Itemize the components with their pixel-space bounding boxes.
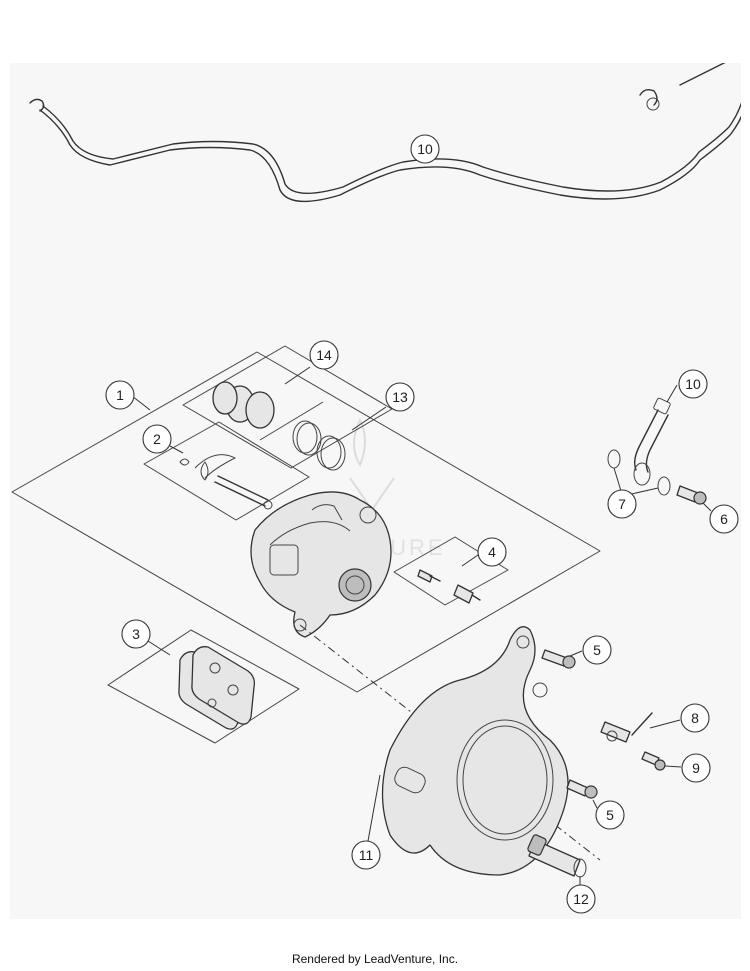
pistons [212, 381, 275, 429]
callout-label: 10 [685, 376, 701, 392]
caliper-carrier [381, 626, 569, 876]
exploded-parts-diagram: LEADVENTURE [11, 63, 741, 914]
callout-label: 6 [720, 511, 728, 527]
wheel-stud [527, 834, 587, 878]
callout-11: 11 [351, 840, 381, 870]
callout-3: 3 [121, 619, 151, 649]
callout-label: 3 [132, 626, 140, 642]
sealing-washers [607, 449, 671, 496]
callout-8: 8 [680, 703, 710, 733]
diagram-panel: LEADVENTURE [10, 63, 741, 919]
callout-label: 5 [593, 642, 601, 658]
bolt-lower [566, 779, 598, 799]
callout-5-upper: 5 [582, 635, 612, 665]
callout-label: 8 [691, 710, 699, 726]
callout-10-right: 10 [678, 369, 708, 399]
bleed-screws [417, 569, 481, 604]
brake-pads [178, 646, 256, 730]
pad-pin-and-spring [179, 454, 273, 510]
callout-label: 11 [359, 847, 374, 863]
banjo-hose-end [633, 397, 671, 486]
callout-label: 9 [692, 760, 700, 776]
callout-12: 12 [566, 884, 596, 914]
bolt-upper [541, 649, 576, 669]
callout-label: 7 [618, 496, 626, 512]
callout-label: 14 [316, 347, 332, 363]
callout-label: 10 [417, 141, 433, 157]
brake-caliper [250, 491, 392, 638]
callout-label: 1 [116, 387, 124, 403]
piston-seals [292, 420, 346, 471]
callout-4: 4 [477, 537, 507, 567]
callout-label: 4 [488, 544, 496, 560]
callout-label: 13 [392, 389, 408, 405]
callout-label: 2 [153, 431, 161, 447]
callout-9: 9 [681, 753, 711, 783]
speed-sensor [600, 712, 653, 743]
callout-label: 5 [606, 807, 614, 823]
banjo-bolt [676, 485, 707, 505]
callout-5-lower: 5 [595, 800, 625, 830]
callout-1: 1 [105, 380, 135, 410]
footer-credit: Rendered by LeadVenture, Inc. [291, 952, 459, 966]
callout-2: 2 [142, 424, 172, 454]
callout-7: 7 [607, 489, 637, 519]
callout-13: 13 [385, 382, 415, 412]
callout-14: 14 [309, 340, 339, 370]
callout-label: 12 [573, 891, 589, 907]
brake-hose-long [29, 63, 741, 203]
sensor-screw [641, 751, 666, 771]
callout-10-top: 10 [410, 134, 440, 164]
callout-6: 6 [709, 504, 739, 534]
